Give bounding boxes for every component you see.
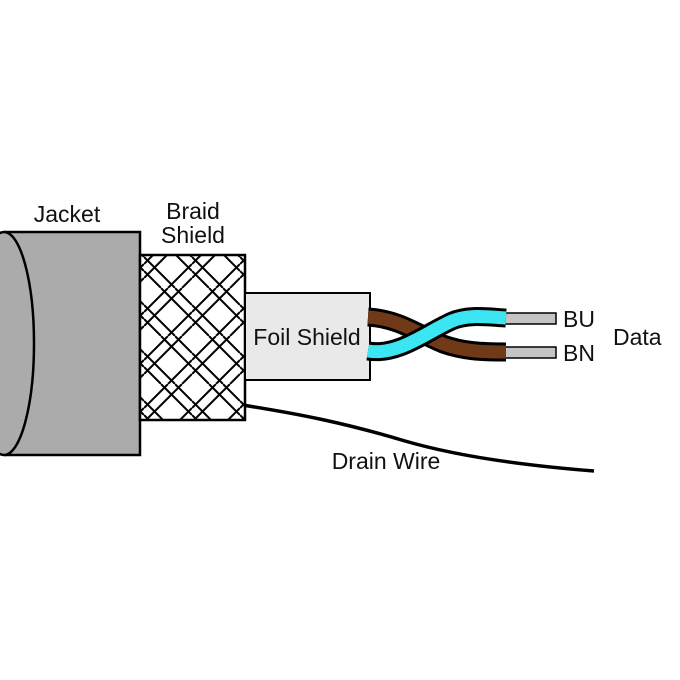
drain-wire-label: Drain Wire [332,448,441,474]
lead-bn [499,346,557,359]
twisted-pair [366,307,507,362]
drain-wire [235,402,595,473]
wire-brown [367,310,507,359]
jacket-label: Jacket [34,201,101,227]
braid-shield-section [138,253,247,422]
foil-shield-section [244,292,371,381]
foil-shield-label: Foil Shield [253,324,360,350]
braid-shield-label-line2: Shield [161,222,225,248]
jacket-end-cap [0,230,36,457]
wire-bu-label: BU [563,306,595,332]
wire-bn-label: BN [563,340,595,366]
data-pair-label: Data [613,324,662,350]
wire-blue [366,310,507,359]
braid-shield-label-line1: Braid [166,198,220,224]
lead-bu [499,312,557,325]
